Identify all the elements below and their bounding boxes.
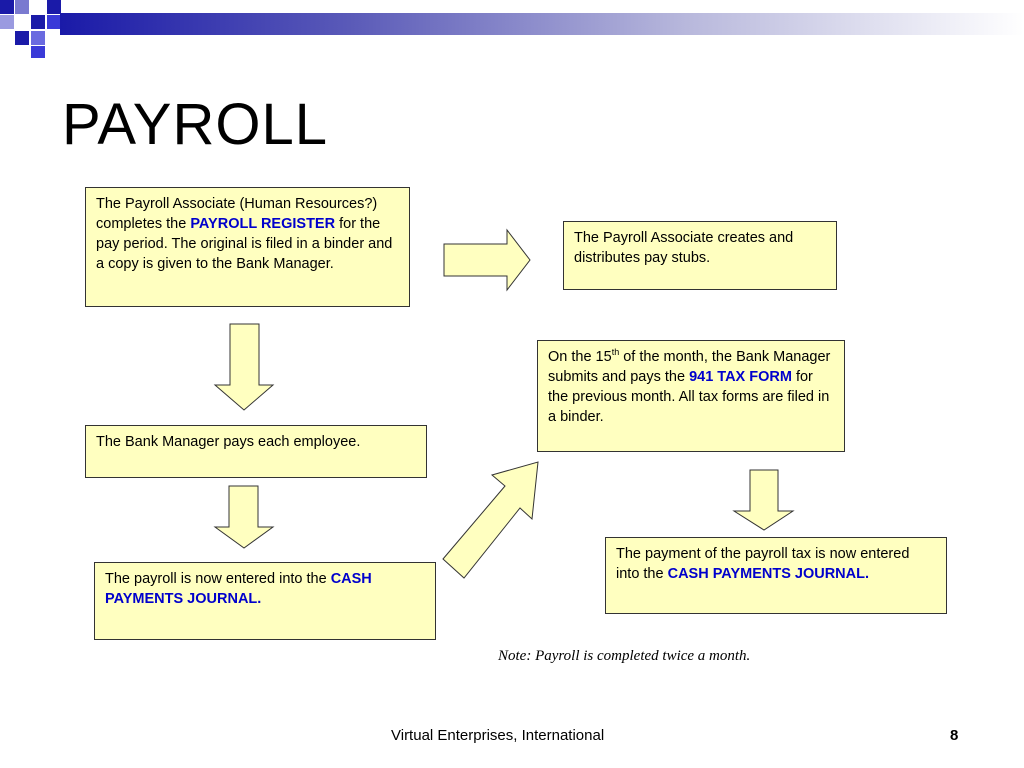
box5-text-3: for the previous month. All tax forms ar… xyxy=(548,369,830,425)
arrow-down-1 xyxy=(213,323,275,411)
arrow-down-3 xyxy=(732,469,795,531)
box4-text: The payroll is now entered into the xyxy=(105,571,331,587)
box6-keyword: CASH PAYMENTS JOURNAL. xyxy=(667,566,870,582)
box-bank-manager-pays: The Bank Manager pays each employee. xyxy=(85,425,427,478)
page-number: 8 xyxy=(950,727,959,744)
box-941-tax-form: On the 15th of the month, the Bank Manag… xyxy=(537,340,845,452)
arrow-diagonal xyxy=(442,461,539,579)
box-pay-stubs: The Payroll Associate creates and distri… xyxy=(563,221,837,290)
box4-keyword: CASH PAYMENTS JOURNAL. xyxy=(105,571,372,607)
box5-text-2: of the month, the Bank Manager submits a… xyxy=(548,349,831,385)
slide-title: PAYROLL xyxy=(62,92,328,157)
box2-text: The Payroll Associate creates and distri… xyxy=(574,230,794,266)
box5-keyword: 941 TAX FORM xyxy=(689,369,792,385)
box1-keyword: PAYROLL REGISTER xyxy=(190,216,336,232)
box-payroll-tax-journal: The payment of the payroll tax is now en… xyxy=(605,537,947,614)
header-banner xyxy=(60,13,1024,35)
box5-superscript: th xyxy=(611,347,620,358)
box6-text: The payment of the payroll tax is now en… xyxy=(616,546,910,582)
footer-text: Virtual Enterprises, International xyxy=(391,727,605,744)
note-text: Note: Payroll is completed twice a month… xyxy=(498,648,751,664)
arrow-right xyxy=(443,228,531,292)
arrow-down-2 xyxy=(213,485,275,549)
box-payroll-register: The Payroll Associate (Human Resources?)… xyxy=(85,187,410,307)
box1-text: The Payroll Associate (Human Resources?)… xyxy=(96,196,378,232)
box5-text: On the 15 xyxy=(548,349,612,365)
box3-text: The Bank Manager pays each employee. xyxy=(96,434,361,450)
box1-text-2: for the pay period. The original is file… xyxy=(96,216,393,272)
box-cash-payments-journal: The payroll is now entered into the CASH… xyxy=(94,562,436,640)
corner-squares-decoration xyxy=(0,0,61,58)
